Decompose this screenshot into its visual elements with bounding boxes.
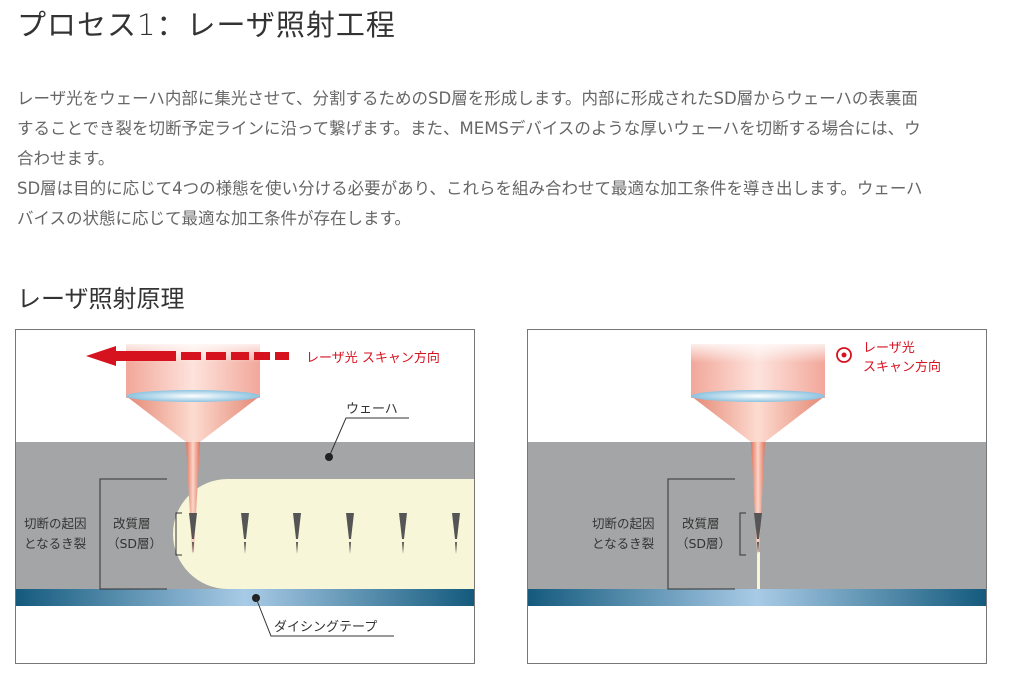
paragraph-line: SD層は目的に応じて4つの様態を使い分ける必要があり、これらを組み合わせて最適な… (17, 179, 923, 198)
page-title: プロセス1：レーザ照射工程 (17, 8, 396, 42)
focusing-cone (691, 396, 825, 442)
sd-mark (452, 513, 460, 554)
sd-region (173, 479, 474, 589)
scan-label-line2: スキャン方向 (863, 359, 941, 375)
sd-bracket (739, 512, 746, 556)
description-paragraph: レーザ光をウェーハ内部に集光させて、分割するためのSD層を形成します。内部に形成… (17, 84, 1024, 234)
paragraph-line: バイスの状態に応じて最適な加工条件が存在します。 (17, 209, 411, 228)
dicing-tape (528, 589, 986, 606)
paragraph-line: レーザ光をウェーハ内部に集光させて、分割するためのSD層を形成します。内部に形成… (17, 89, 918, 108)
dicing-tape (16, 589, 474, 606)
focused-beam (751, 442, 765, 552)
sd-label-line2: （SD層） (676, 536, 731, 551)
dicing-tape-label: ダイシングテープ (274, 620, 377, 635)
sd-mark (754, 513, 762, 554)
laser-diagram-right: レーザ光 スキャン方向 切断の起因 となるき裂 改質層 （SD層） (528, 341, 986, 606)
sd-mark (241, 513, 249, 554)
sd-mark (189, 513, 197, 554)
sd-label-line1: 改質層 (113, 516, 151, 531)
laser-diagram-left: レーザ光 スキャン方向 ウェーハ 切断の起因 となるき裂 改質層 （SD層） ダ… (16, 344, 474, 637)
scan-label-line1: レーザ光 (863, 341, 915, 356)
paragraph-line: することでき裂を切断予定ラインに沿って繋げます。また、MEMSデバイスのような厚… (17, 119, 921, 138)
scan-direction-arrow-icon (86, 346, 289, 366)
scan-direction-label: レーザ光 スキャン方向 (306, 350, 440, 366)
focused-beam (186, 442, 200, 552)
sd-label-line2: （SD層） (107, 536, 162, 551)
wafer-label: ウェーハ (346, 402, 398, 417)
sd-mark (346, 513, 354, 554)
crack-bracket (99, 478, 167, 590)
wafer-pointer-dot (325, 453, 333, 461)
sd-label-line1: 改質層 (682, 516, 720, 531)
sd-marks (189, 513, 460, 554)
crack-label-line2: となるき裂 (24, 536, 86, 551)
sd-mark (399, 513, 407, 554)
diagram-scan-side-view: レーザ光 スキャン方向 ウェーハ 切断の起因 となるき裂 改質層 （SD層） ダ… (15, 329, 475, 664)
diagram-scan-front-view: レーザ光 スキャン方向 切断の起因 となるき裂 改質層 （SD層） (527, 329, 987, 664)
section-heading: レーザ照射原理 (17, 285, 185, 313)
focusing-cone (126, 396, 260, 442)
crack-line (757, 552, 760, 589)
crack-label-line1: 切断の起因 (24, 516, 87, 531)
sd-bracket (175, 512, 182, 556)
paragraph-line: 合わせます。 (17, 149, 115, 168)
crack-bracket (667, 478, 735, 590)
crack-label-line1: 切断の起因 (592, 516, 655, 531)
crack-label-line2: となるき裂 (592, 536, 654, 551)
lens-icon (691, 390, 825, 402)
scan-direction-into-page-icon (836, 347, 852, 363)
lens-icon (126, 390, 260, 402)
sd-mark (293, 513, 301, 554)
